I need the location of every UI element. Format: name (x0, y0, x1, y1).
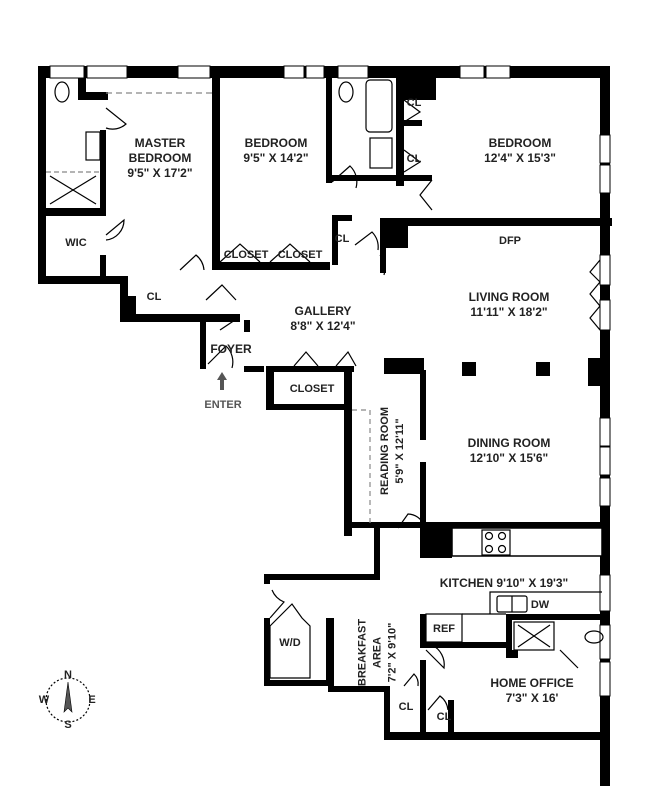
dw-label: DW (530, 599, 550, 611)
breakfast-area-label: BREAKFAST AREA 7'2" X 9'10" (356, 603, 401, 703)
cl-office-label: CL (436, 711, 452, 723)
master-bedroom-label: MASTER BEDROOM 9'5" X 17'2" (120, 136, 200, 181)
master-bedroom-name-line1: MASTER (134, 136, 186, 150)
compass-e-label: E (88, 694, 96, 706)
breakfast-area-name: BREAKFAST (356, 618, 369, 687)
reading-room-label: READING ROOM 5'9" X 12'11" (378, 396, 408, 506)
breakfast-area-name2: AREA (371, 636, 384, 669)
enter-label: ENTER (204, 399, 242, 411)
fixtures (46, 79, 604, 679)
home-office-name: HOME OFFICE (490, 676, 574, 690)
gallery-label: GALLERY 8'8" X 12'4" (278, 304, 368, 334)
dining-room-name: DINING ROOM (467, 436, 551, 450)
bedroom-2-dimensions: 9'5" X 14'2" (243, 151, 309, 165)
enter-arrow-icon (217, 372, 227, 390)
closet-gallery-label: CLOSET (289, 383, 335, 395)
compass-icon (45, 677, 91, 723)
compass-s-label: S (64, 719, 72, 731)
kitchen-label: KITCHEN 9'10" X 19'3" (439, 576, 569, 590)
reading-room-dimensions: 5'9" X 12'11" (394, 418, 406, 484)
bedroom-2-name: BEDROOM (244, 136, 308, 150)
dining-room-label: DINING ROOM 12'10" X 15'6" (454, 436, 564, 466)
wic-label: WIC (65, 237, 87, 249)
closet-b-label: CLOSET (277, 249, 323, 261)
master-bedroom-dimensions: 9'5" X 17'2" (127, 166, 193, 180)
gallery-dimensions: 8'8" X 12'4" (290, 319, 356, 333)
compass-w-label: W (38, 694, 50, 706)
cl-gallery-left-label: CL (146, 291, 162, 303)
cl-breakfast-label: CL (398, 701, 414, 713)
reading-room-name: READING ROOM (379, 407, 391, 495)
master-bedroom-name-line2: BEDROOM (128, 151, 192, 165)
gallery-name: GALLERY (294, 304, 352, 318)
closet-a-label: CLOSET (223, 249, 269, 261)
cl-bedroom-top-label: CL (406, 97, 422, 109)
compass-n-label: N (64, 669, 72, 681)
breakfast-area-dimensions: 7'2" X 9'10" (386, 622, 399, 683)
living-room-label: LIVING ROOM 11'11" X 18'2" (454, 290, 564, 320)
foyer-label: FOYER (210, 342, 252, 356)
bedroom-3-dimensions: 12'4" X 15'3" (484, 151, 556, 165)
bedroom-3-name: BEDROOM (488, 136, 552, 150)
bedroom-3-label: BEDROOM 12'4" X 15'3" (470, 136, 570, 166)
dining-room-dimensions: 12'10" X 15'6" (469, 451, 549, 465)
ref-label: REF (433, 623, 455, 635)
cl-bedroom-mid-label: CL (406, 153, 422, 165)
wd-label: W/D (279, 637, 301, 649)
home-office-dimensions: 7'3" X 16' (505, 691, 559, 705)
doors (105, 99, 601, 711)
bedroom-2-label: BEDROOM 9'5" X 14'2" (228, 136, 324, 166)
dfp-label: DFP (499, 235, 521, 247)
living-room-dimensions: 11'11" X 18'2" (470, 305, 548, 319)
walls (38, 65, 612, 786)
cl-hall-label: CL (334, 233, 350, 245)
living-room-name: LIVING ROOM (468, 290, 550, 304)
home-office-label: HOME OFFICE 7'3" X 16' (484, 676, 580, 706)
